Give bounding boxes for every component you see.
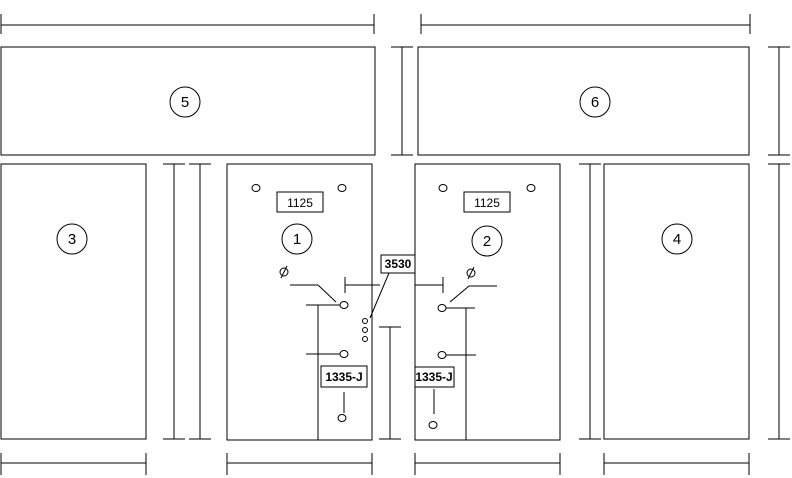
panel-4 bbox=[603, 163, 750, 440]
dimension-bottom-4 bbox=[603, 453, 750, 475]
door-2-lock: 1335-J bbox=[415, 370, 452, 384]
door-1-number: 1 bbox=[293, 231, 301, 248]
door-2-mechanism bbox=[415, 266, 497, 440]
door-1-marker bbox=[281, 223, 313, 255]
dimension-top-right-vertical bbox=[768, 46, 790, 156]
door-2-hinge-hole bbox=[526, 184, 536, 192]
panel-3 bbox=[0, 163, 147, 440]
door-1-hinge-hole bbox=[251, 184, 261, 192]
panel-4-marker bbox=[661, 223, 693, 255]
dimension-right-vertical-2 bbox=[768, 163, 790, 440]
panel-6-number: 6 bbox=[591, 94, 599, 111]
panel-3-marker bbox=[56, 223, 88, 255]
door-1-code-box bbox=[276, 191, 324, 213]
door-2-code: 1125 bbox=[474, 196, 500, 210]
door-1-mechanism bbox=[279, 265, 380, 440]
dimension-bottom-3 bbox=[0, 453, 147, 475]
dimension-left-vertical-1 bbox=[163, 163, 185, 440]
dimension-center-vertical bbox=[379, 326, 401, 440]
center-code: 3530 bbox=[385, 257, 412, 271]
door-1-hinge-hole bbox=[337, 184, 347, 192]
door-1-code: 1125 bbox=[287, 196, 313, 210]
door-2-hinge-hole bbox=[438, 184, 448, 192]
panel-5-number: 5 bbox=[181, 94, 189, 111]
door-1-lock-box bbox=[320, 365, 368, 388]
door-2-code-box bbox=[463, 191, 511, 213]
dimension-right-vertical-1 bbox=[579, 163, 601, 440]
dimension-top-right bbox=[420, 14, 751, 34]
panel-3-number: 3 bbox=[68, 231, 76, 248]
dimension-bottom-2 bbox=[414, 453, 561, 475]
panel-6-marker bbox=[579, 86, 611, 118]
door-2-marker bbox=[471, 225, 503, 257]
door-2-number: 2 bbox=[483, 233, 491, 250]
panel-5-marker bbox=[169, 86, 201, 118]
dimension-bottom-1 bbox=[226, 453, 373, 475]
center-code-leader bbox=[369, 272, 390, 319]
door-2-lock-box bbox=[414, 366, 455, 388]
dimension-top-left bbox=[0, 14, 375, 34]
door-1-lock: 1335-J bbox=[325, 370, 362, 384]
panel-4-number: 4 bbox=[673, 231, 681, 248]
dimension-left-vertical-2 bbox=[189, 163, 211, 440]
dimension-top-mid-vertical bbox=[391, 46, 413, 156]
